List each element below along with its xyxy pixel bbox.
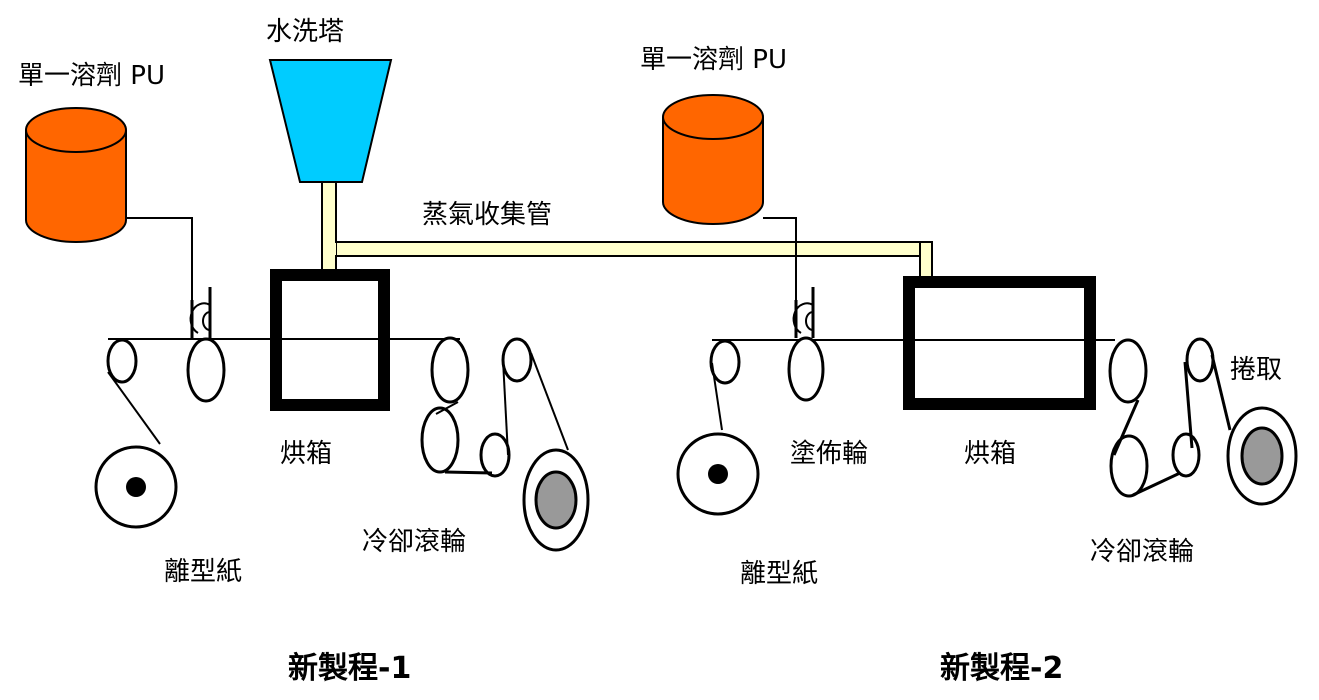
release-paper-core-2 (708, 464, 728, 484)
label-tank-1: 單一溶劑 PU (18, 61, 165, 91)
pu-tank-2 (662, 94, 764, 225)
cooling-roller-1b (420, 406, 460, 474)
label-cooling-rollers-1: 冷卻滾輪 (362, 527, 466, 557)
coating-knife-2 (792, 287, 815, 338)
label-process-1: 新製程-1 (288, 651, 411, 686)
winding-core-1 (534, 470, 578, 530)
cooling-roller-2a (1108, 338, 1148, 404)
coating-roller-1 (186, 337, 226, 403)
winding-core-2 (1240, 426, 1284, 486)
guide-roller-1 (106, 338, 138, 384)
pipe-joint (323, 243, 336, 255)
water-scrubber-tower (268, 59, 393, 183)
label-release-paper-1: 離型紙 (164, 557, 242, 587)
horizontal-pipe (335, 241, 933, 257)
oven2-riser-pipe (919, 241, 933, 279)
label-process-2: 新製程-2 (940, 651, 1063, 686)
vapor-collection-pipe (321, 181, 933, 279)
label-oven-1: 烘箱 (280, 439, 332, 469)
cooling-roller-2b (1109, 434, 1149, 498)
feed-line-2 (763, 217, 797, 312)
cooling-roller-1c (479, 432, 511, 478)
label-oven-2: 烘箱 (964, 439, 1016, 469)
coating-roller-2 (787, 336, 825, 402)
release-paper-core-1 (126, 477, 146, 497)
oven-2 (903, 276, 1096, 410)
cooling-roller-2c (1171, 432, 1201, 478)
oven-1 (270, 269, 390, 411)
label-vapor-pipe: 蒸氣收集管 (422, 200, 552, 230)
label-cooling-rollers-2: 冷卻滾輪 (1090, 537, 1194, 567)
label-coating-roller: 塗佈輪 (790, 439, 868, 469)
cooling-roller-2d (1185, 337, 1215, 383)
scrubber-downpipe (321, 181, 337, 279)
label-tank-2: 單一溶劑 PU (640, 45, 787, 75)
label-release-paper-2: 離型紙 (740, 559, 818, 589)
label-winding: 捲取 (1230, 355, 1282, 385)
feed-line-1 (126, 217, 193, 312)
cooling-roller-1a (430, 336, 470, 404)
cooling-roller-1d (501, 337, 533, 383)
process-2 (676, 276, 1298, 516)
process-1 (94, 269, 590, 552)
guide-roller-2 (709, 339, 741, 385)
label-scrubber: 水洗塔 (266, 17, 344, 47)
pu-tank-1 (25, 107, 127, 243)
coating-knife-1 (189, 287, 212, 338)
